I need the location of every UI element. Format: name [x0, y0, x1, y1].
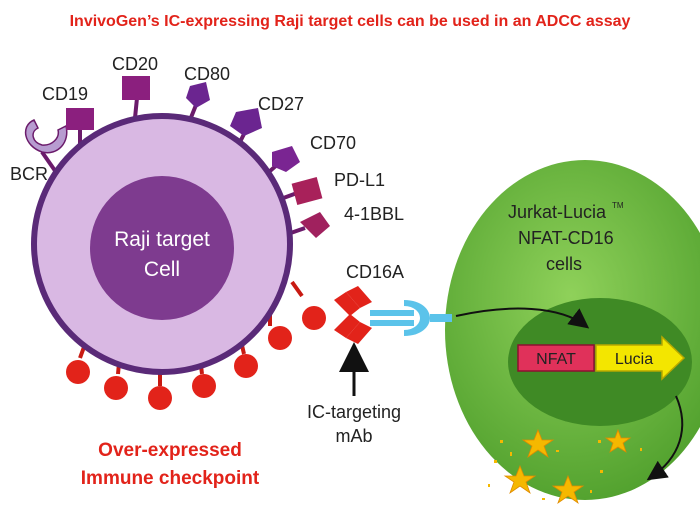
diagram-title: InvivoGen’s IC-expressing Raji target ce… — [70, 13, 631, 30]
cd19-receptor-icon — [66, 108, 94, 130]
cd80-receptor-icon — [186, 82, 210, 108]
label-cd70: CD70 — [310, 133, 356, 153]
cd27-receptor-icon — [230, 108, 262, 136]
checkpoint-label-line2: Immune checkpoint — [81, 468, 260, 489]
label-pdl1: PD-L1 — [334, 170, 385, 190]
jurkat-label-line2: NFAT-CD16 — [518, 228, 614, 248]
cd20-receptor-icon — [122, 76, 150, 100]
raji-label-line2: Cell — [144, 258, 180, 281]
reporter-nfat-label: NFAT — [536, 351, 576, 368]
label-cd20: CD20 — [112, 54, 158, 74]
label-fourone-bbl: 4-1BBL — [344, 204, 404, 224]
label-cd19: CD19 — [42, 84, 88, 104]
jurkat-label-line1: Jurkat-Lucia — [508, 202, 607, 222]
cd16a-receptor — [370, 300, 452, 336]
star-icon — [503, 464, 537, 495]
checkpoint-head — [148, 386, 172, 410]
jurkat-label-line3: cells — [546, 254, 582, 274]
cd70-receptor-icon — [272, 146, 300, 172]
raji-label-line1: Raji target — [114, 228, 210, 251]
checkpoint-head — [268, 326, 292, 350]
checkpoint-head — [66, 360, 90, 384]
antibody-icon — [334, 286, 372, 344]
bcr-receptor-icon — [24, 119, 68, 154]
label-bcr: BCR — [10, 164, 48, 184]
checkpoint-head — [234, 354, 258, 378]
checkpoint-head — [302, 306, 326, 330]
antibody-label-line2: mAb — [335, 426, 372, 446]
sparkles — [488, 440, 642, 500]
checkpoint-label-line1: Over-expressed — [98, 440, 242, 461]
signal-arrow — [455, 307, 590, 329]
star-icon — [551, 474, 585, 505]
pdl1-receptor-icon — [291, 177, 323, 205]
checkpoint-head — [192, 374, 216, 398]
secretion-arrow — [646, 395, 684, 481]
reporter-nfat-box — [517, 344, 595, 372]
star-icon — [521, 428, 555, 459]
trademark-mark: TM — [612, 201, 624, 210]
checkpoint-heads — [66, 306, 326, 410]
reporter-lucia-arrow — [595, 335, 686, 381]
label-cd27: CD27 — [258, 94, 304, 114]
checkpoint-head — [104, 376, 128, 400]
reporter-lucia-label: Lucia — [615, 351, 653, 368]
star-icon — [604, 428, 632, 453]
label-cd16a: CD16A — [346, 262, 404, 282]
fourone-bbl-receptor-icon — [300, 212, 330, 238]
luciferase-signal — [503, 428, 632, 505]
antibody-label-line1: IC-targeting — [307, 402, 401, 422]
raji-nucleus — [90, 176, 234, 320]
label-cd80: CD80 — [184, 64, 230, 84]
